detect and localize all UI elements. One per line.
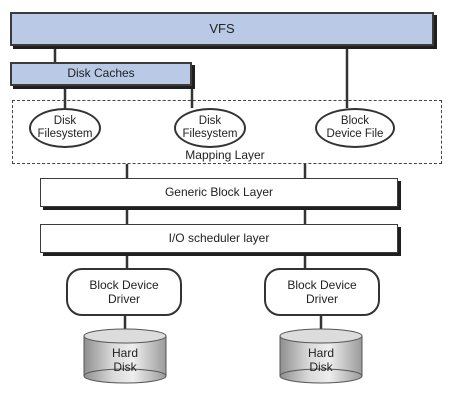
block-device-driver-2: Block Device Driver — [264, 268, 380, 316]
hard-disk-cylinder-1 — [83, 328, 167, 384]
vfs-layer: VFS — [10, 12, 434, 46]
bdf-line1: Block — [340, 114, 370, 127]
block-device-file-oval: Block Device File — [315, 108, 395, 148]
disk-caches-label: Disk Caches — [67, 66, 135, 81]
disk-filesystem-oval-1: Disk Filesystem — [29, 108, 101, 148]
bdf-line2: Device File — [326, 128, 384, 140]
fs1-line1: Disk — [53, 114, 77, 127]
hard-disk-label-1: Hard Disk — [95, 346, 155, 375]
driver2-line2: Driver — [305, 292, 338, 306]
disk1-line1: Hard — [111, 346, 138, 360]
fs2-line2: Filesystem — [182, 128, 238, 140]
disk-filesystem-oval-2: Disk Filesystem — [174, 108, 246, 148]
driver1-line2: Driver — [107, 292, 140, 306]
io-scheduler-layer-label: I/O scheduler layer — [168, 230, 270, 245]
driver2-line1: Block Device — [287, 277, 357, 292]
disk2-line2: Disk — [309, 360, 333, 375]
io-scheduler-layer: I/O scheduler layer — [40, 224, 398, 253]
disk1-line2: Disk — [113, 360, 137, 375]
vfs-label: VFS — [209, 20, 235, 36]
mapping-layer-label: Mapping Layer — [185, 148, 265, 162]
hard-disk-cylinder-2 — [279, 328, 363, 384]
fs2-line1: Disk — [198, 114, 222, 127]
disk-caches-box: Disk Caches — [10, 62, 192, 86]
hard-disk-label-2: Hard Disk — [291, 346, 351, 375]
generic-block-layer: Generic Block Layer — [40, 178, 398, 207]
block-device-driver-1: Block Device Driver — [66, 268, 182, 316]
generic-block-layer-label: Generic Block Layer — [164, 184, 274, 199]
driver1-line1: Block Device — [89, 277, 159, 292]
mapping-layer-region — [12, 100, 442, 164]
disk2-line1: Hard — [307, 346, 334, 360]
fs1-line2: Filesystem — [37, 128, 93, 140]
